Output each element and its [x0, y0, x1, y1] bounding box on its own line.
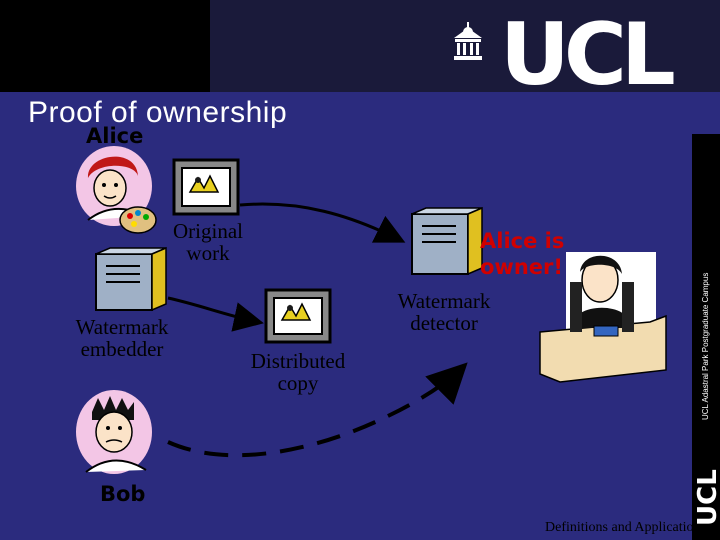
embedder-computer-icon	[95, 246, 167, 312]
original-work-picture-frame-icon	[172, 158, 240, 216]
alice-avatar	[76, 146, 152, 226]
original-work-label: Original work	[160, 220, 256, 264]
detector-label-line1: Watermark	[397, 289, 491, 313]
detector-label-line2: detector	[410, 311, 478, 335]
footer-text: Definitions and Applications	[545, 520, 706, 535]
ownership-diagram	[76, 146, 667, 474]
verdict-label: Alice is owner!	[480, 228, 564, 280]
arrow-original-to-detector	[239, 202, 406, 243]
ucl-logo: UCL	[500, 5, 676, 105]
slide-title: Proof of ownership	[28, 96, 288, 129]
header-left-panel	[0, 0, 210, 90]
side-caption: UCL Adastral Park Postgraduate Campus	[701, 273, 710, 420]
verdict-label-line2: owner!	[480, 255, 563, 279]
original-work-label-line2: work	[186, 241, 230, 265]
detector-computer-icon	[411, 206, 483, 276]
distributed-copy-label-line2: copy	[277, 371, 319, 395]
distributed-copy-picture-frame-icon	[264, 288, 332, 344]
arrow-bob-to-detector	[167, 362, 468, 458]
verdict-label-line1: Alice is	[480, 229, 565, 253]
ucl-portico-icon	[454, 22, 482, 60]
distributed-copy-label: Distributed copy	[236, 350, 360, 394]
detector-label: Watermark detector	[382, 290, 506, 334]
svg-text:UCL: UCL	[693, 469, 720, 526]
palette-icon	[119, 206, 157, 234]
bob-name-label: Bob	[100, 482, 146, 506]
arrow-embedder-to-copy	[167, 296, 264, 332]
side-bar	[692, 134, 720, 540]
distributed-copy-label-line1: Distributed	[250, 349, 346, 373]
embedder-label: Watermark embedder	[60, 316, 184, 360]
svg-text:UCL Adastral Park Postgraduate: UCL Adastral Park Postgraduate Campus	[701, 273, 710, 420]
embedder-label-line1: Watermark	[75, 315, 169, 339]
original-work-label-line1: Original	[173, 219, 243, 243]
embedder-label-line2: embedder	[80, 337, 164, 361]
bob-avatar	[76, 390, 152, 474]
side-ucl-logo: UCL	[693, 469, 720, 526]
judge-avatar	[539, 252, 667, 383]
alice-name-label: Alice	[86, 124, 144, 148]
